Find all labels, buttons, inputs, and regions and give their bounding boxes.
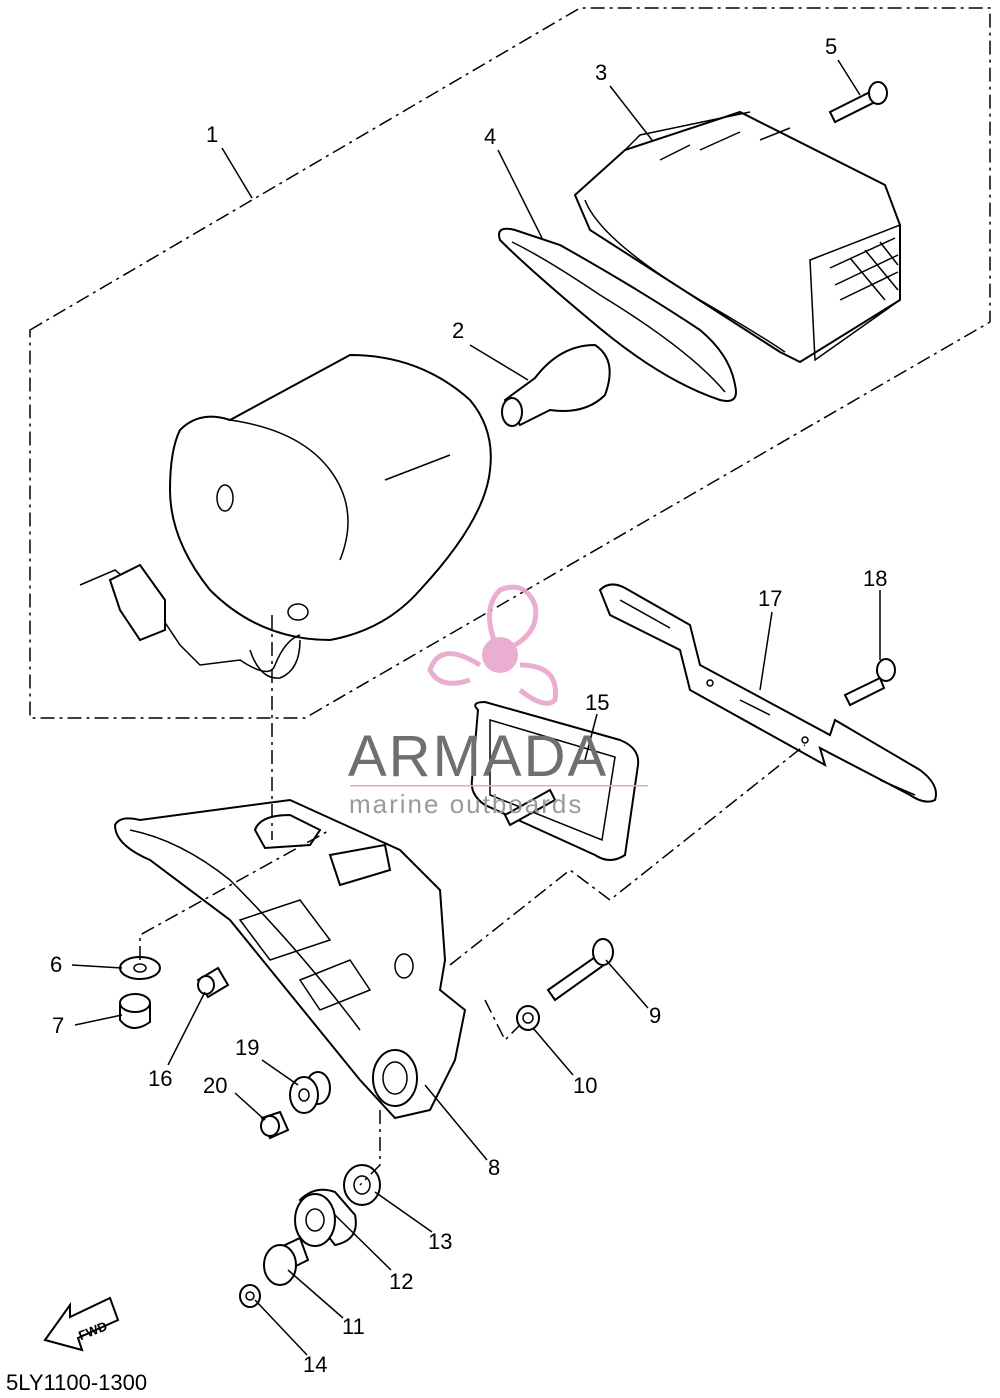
part-lens xyxy=(573,110,901,364)
part-bolt-18 xyxy=(843,658,896,707)
callout-19: 19 xyxy=(235,1035,259,1060)
fwd-arrow-icon: FWD xyxy=(43,1296,120,1352)
propeller-icon xyxy=(427,584,559,706)
watermark-divider xyxy=(350,785,648,787)
part-nut-14 xyxy=(239,1284,261,1308)
callout-9: 9 xyxy=(649,1003,661,1028)
assembly-path xyxy=(484,999,521,1042)
part-bracket xyxy=(598,583,937,803)
watermark-brand: ARMADA xyxy=(348,724,608,789)
callout-2: 2 xyxy=(452,318,464,343)
part-collar-11 xyxy=(263,1236,310,1286)
part-bulb xyxy=(501,343,611,427)
callout-12: 12 xyxy=(389,1269,413,1294)
part-damper-12 xyxy=(294,1188,357,1247)
part-washer-13 xyxy=(343,1164,381,1206)
assembly-path xyxy=(139,829,331,960)
watermark-logo xyxy=(427,584,559,706)
assembly-path xyxy=(449,744,806,966)
callout-18: 18 xyxy=(863,566,887,591)
callout-6: 6 xyxy=(50,952,62,977)
callout-14: 14 xyxy=(303,1352,327,1377)
part-gasket xyxy=(498,227,737,402)
callout-11: 11 xyxy=(342,1314,365,1339)
callout-7: 7 xyxy=(52,1013,64,1038)
part-screw-5 xyxy=(828,81,888,124)
part-grommet-19 xyxy=(289,1071,331,1114)
part-collar-6 xyxy=(119,956,161,980)
callout-8: 8 xyxy=(488,1155,500,1180)
callout-15: 15 xyxy=(585,690,609,715)
drawing-code: 5LY1100-1300 xyxy=(6,1370,147,1395)
leader-lines xyxy=(71,59,881,1356)
callout-17: 17 xyxy=(758,586,782,611)
callout-13: 13 xyxy=(428,1229,452,1254)
callout-10: 10 xyxy=(573,1073,597,1098)
callout-3: 3 xyxy=(595,60,607,85)
assembly-path xyxy=(359,1110,381,1186)
part-nut-10 xyxy=(516,1005,540,1031)
assembly-outline xyxy=(29,7,991,719)
callout-5: 5 xyxy=(825,34,837,59)
callout-1: 1 xyxy=(206,122,218,147)
part-reflector xyxy=(470,700,640,861)
part-nut-20 xyxy=(260,1110,290,1140)
part-bolt-9 xyxy=(546,938,614,1002)
part-nut-16 xyxy=(196,966,230,999)
part-grommet-7 xyxy=(119,993,151,1029)
callout-20: 20 xyxy=(203,1073,227,1098)
callout-16: 16 xyxy=(148,1066,172,1091)
part-housing xyxy=(79,353,492,679)
callout-4: 4 xyxy=(484,124,496,149)
watermark-tagline: marine outboards xyxy=(349,789,583,819)
